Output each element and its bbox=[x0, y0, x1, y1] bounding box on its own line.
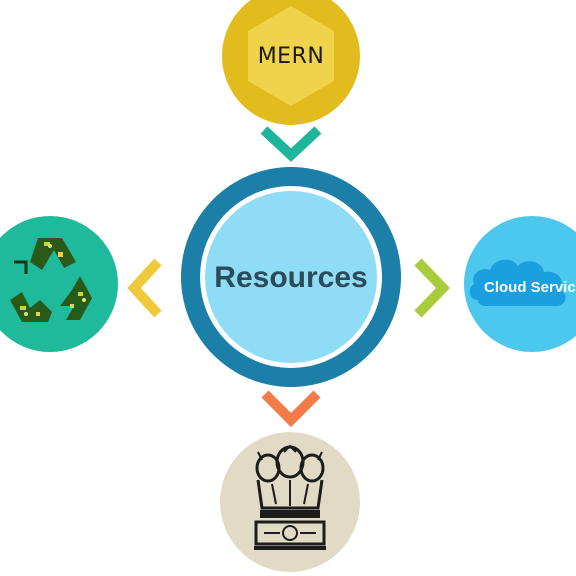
cloud-services-label: Cloud Services bbox=[484, 279, 576, 296]
cloud-services-node: Cloud Services bbox=[464, 216, 576, 352]
recycle-circle bbox=[0, 216, 118, 352]
resources-inner-circle bbox=[205, 191, 377, 363]
emblem-node bbox=[220, 432, 360, 572]
arrow-down-bottom-icon bbox=[261, 390, 321, 428]
arrow-left-icon bbox=[127, 258, 162, 318]
arrow-right-icon bbox=[414, 258, 450, 318]
resources-label: Resources bbox=[214, 261, 367, 294]
resources-node: Resources bbox=[181, 167, 401, 387]
arrow-down-top-icon bbox=[260, 126, 322, 162]
national-emblem-icon bbox=[254, 444, 326, 550]
hexagon-icon bbox=[248, 6, 334, 106]
cloud-icon bbox=[469, 259, 566, 306]
recycle-circuit-icon bbox=[10, 238, 92, 322]
mern-label: MERN bbox=[258, 44, 325, 69]
mern-node: MERN bbox=[222, 0, 360, 125]
recycle-node bbox=[0, 216, 118, 352]
